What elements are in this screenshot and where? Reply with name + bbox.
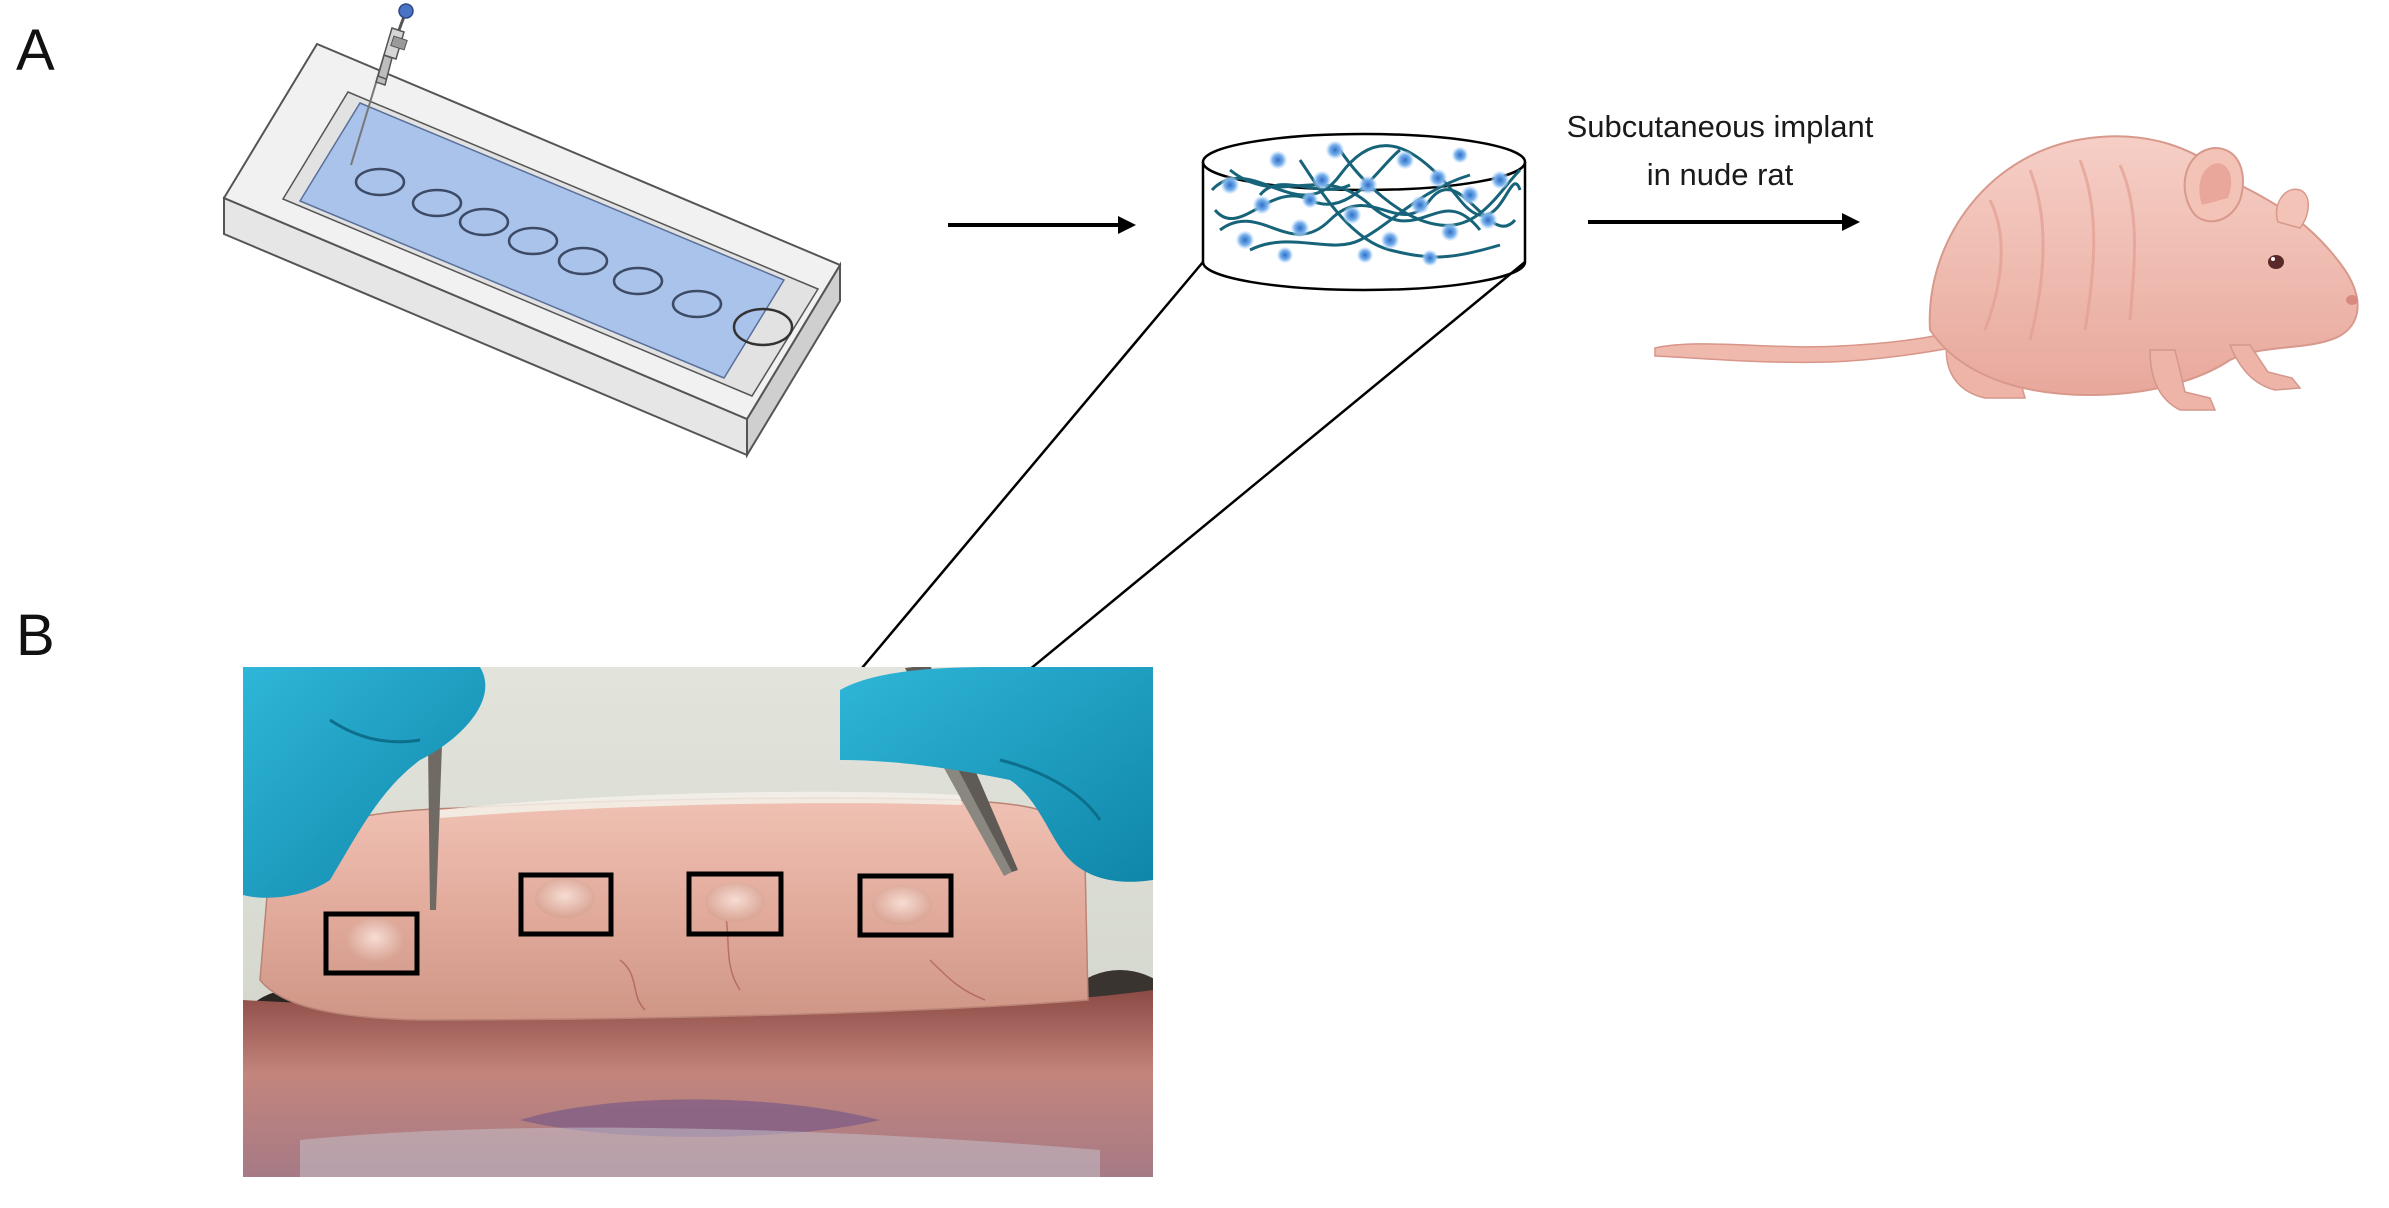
implant — [535, 878, 595, 918]
cell — [1396, 151, 1414, 169]
implant — [705, 882, 765, 922]
mold-wells — [354, 167, 794, 347]
implant-caption-line2: in nude rat — [1646, 157, 1794, 192]
cell — [1313, 171, 1331, 189]
arrow-right-icon — [948, 216, 1136, 234]
well — [354, 167, 406, 197]
nude-rat-icon — [1654, 135, 2359, 411]
hydrogel-sheet — [298, 102, 786, 379]
cell — [1461, 186, 1479, 204]
arrow-right-icon — [1588, 213, 1860, 231]
cell — [1359, 176, 1377, 194]
cell — [1422, 250, 1438, 266]
cell — [1291, 219, 1309, 237]
implant — [872, 885, 932, 925]
cell — [1277, 247, 1293, 263]
cell — [1221, 176, 1239, 194]
pipette-icon — [350, 3, 414, 166]
implant-caption-line1: Subcutaneous implant — [1566, 109, 1874, 144]
cell — [1429, 169, 1447, 187]
cell — [1441, 223, 1459, 241]
implant-box — [518, 872, 614, 937]
fiber-network — [1210, 144, 1522, 259]
mold-icon — [222, 42, 842, 459]
cell — [1357, 247, 1373, 263]
cell — [1491, 171, 1509, 189]
well — [557, 246, 609, 276]
well — [732, 307, 794, 347]
glove — [840, 667, 1153, 882]
cell — [1326, 141, 1344, 159]
implant-box — [686, 871, 784, 937]
cell — [1411, 196, 1429, 214]
implant-boxes — [323, 871, 954, 976]
well — [612, 266, 664, 296]
cell — [1479, 211, 1497, 229]
cell — [1269, 151, 1287, 169]
cell — [1343, 206, 1361, 224]
well — [507, 226, 559, 256]
cells — [1221, 141, 1509, 266]
panel-a-label: A — [16, 18, 55, 83]
implant — [347, 918, 403, 962]
well — [411, 188, 463, 218]
well — [671, 289, 723, 319]
well — [458, 207, 510, 237]
implant-box — [857, 873, 954, 938]
implant-box — [323, 911, 420, 976]
glove — [243, 667, 486, 898]
scaffold-disc-icon — [1201, 132, 1527, 292]
surgical-photo — [243, 667, 1153, 1177]
cell — [1452, 147, 1468, 163]
panel-b-label: B — [16, 603, 55, 668]
cell — [1253, 196, 1271, 214]
cell — [1302, 192, 1318, 208]
cell — [1236, 231, 1254, 249]
cell — [1381, 231, 1399, 249]
